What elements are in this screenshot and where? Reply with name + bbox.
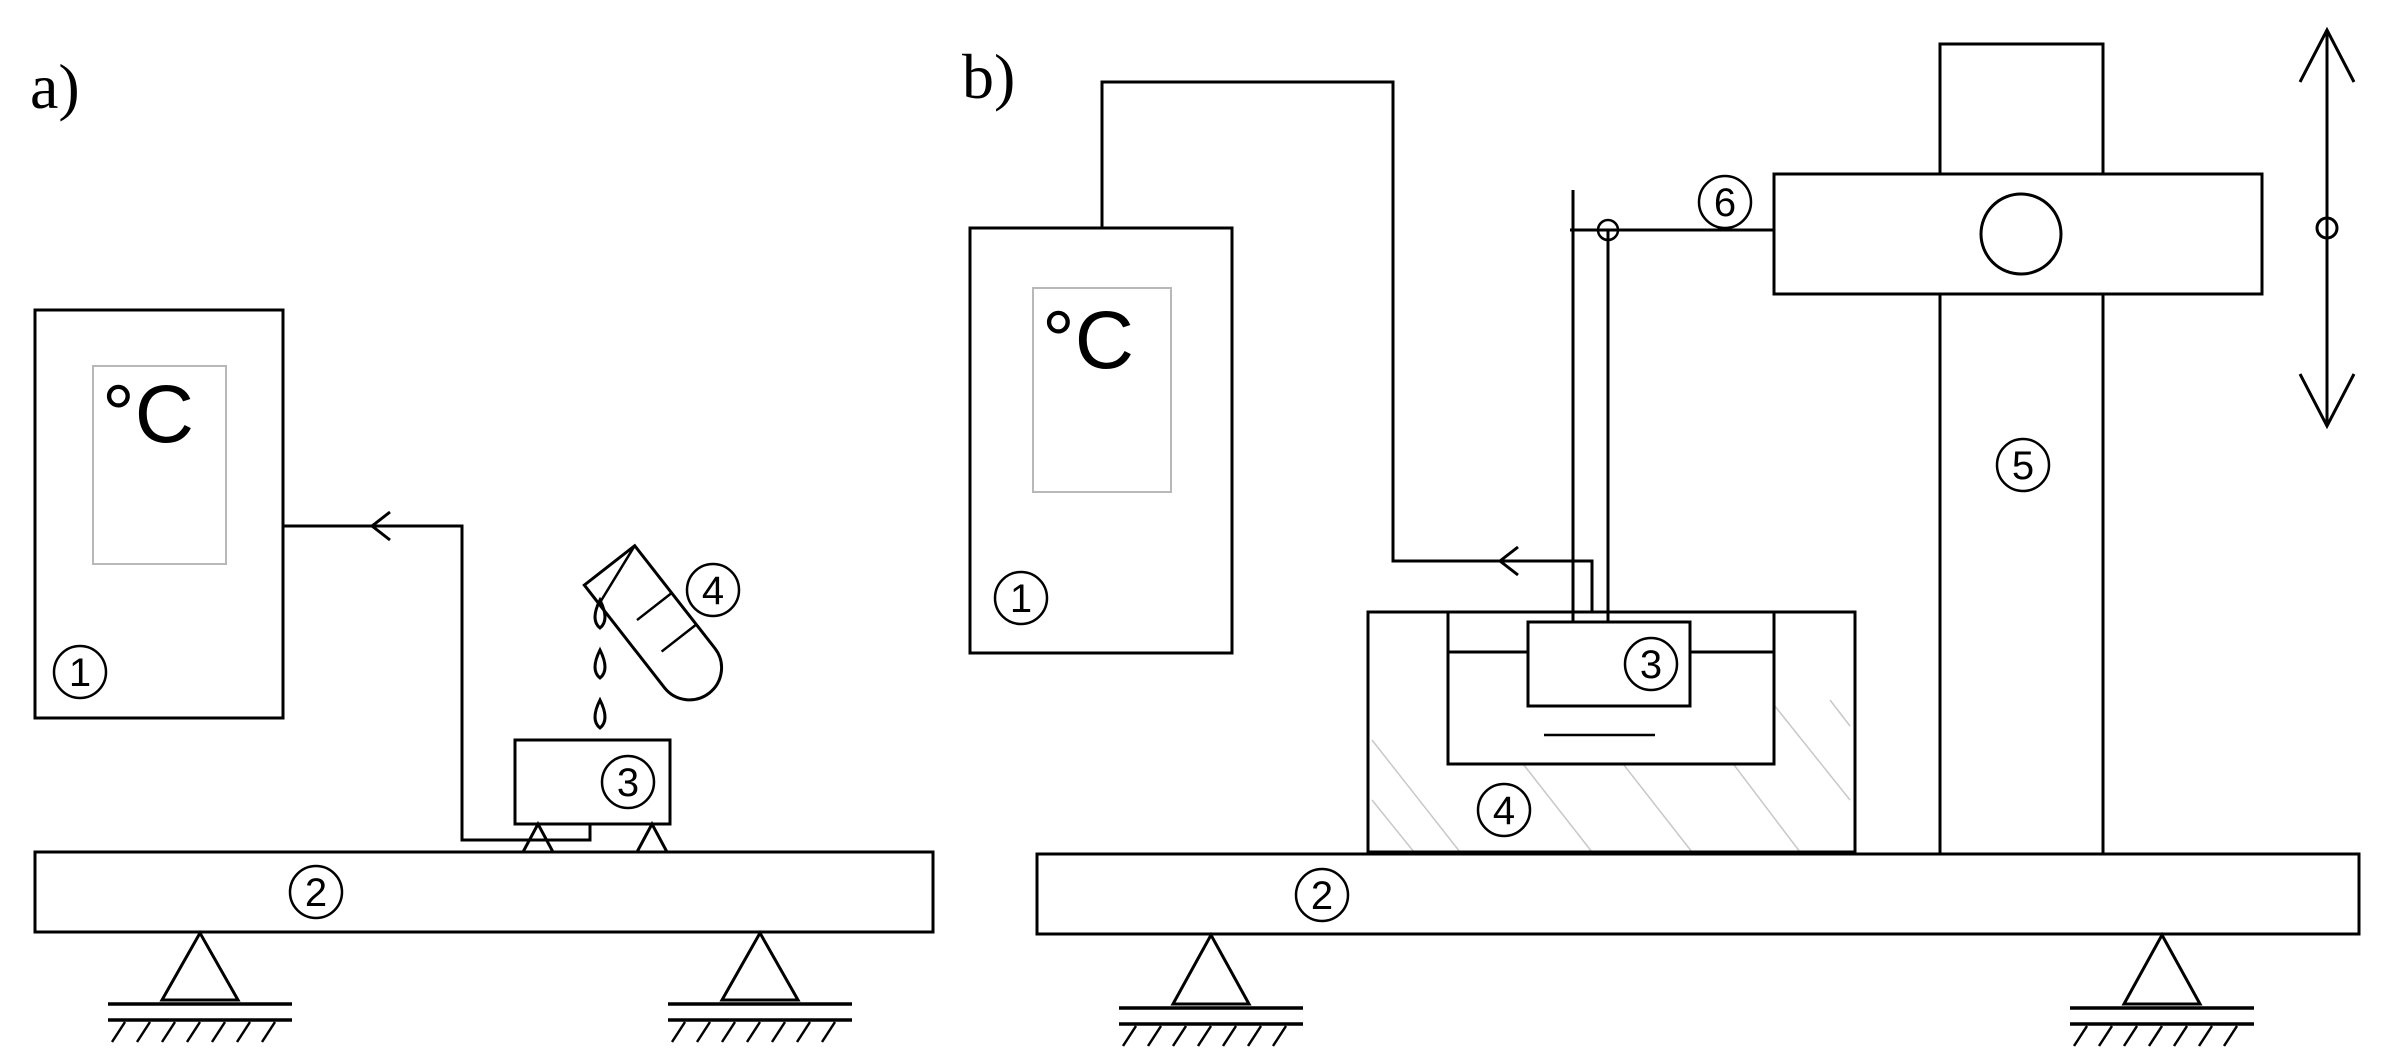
sample-block-a: [513, 738, 672, 826]
callout-b-3: 3: [1623, 636, 1679, 692]
callout-a-3: 3: [600, 754, 656, 810]
sample-block-b: [1526, 620, 1692, 708]
thermometer-display-a: [92, 365, 227, 565]
wire-arrow-a: [369, 510, 391, 542]
clamp-knob-b: [1979, 192, 2063, 276]
svg-text:2: 2: [1311, 874, 1333, 918]
ground-support-b-right: [2070, 931, 2254, 1047]
callout-b-5: 5: [1995, 437, 2051, 493]
panel-a-label: a): [30, 51, 80, 122]
thermometer-display-b: [1032, 287, 1172, 493]
callout-a-1: 1: [52, 644, 108, 700]
sample-support-a1: [520, 820, 556, 854]
svg-text:1: 1: [69, 651, 91, 695]
ground-support-a-right: [668, 929, 852, 1043]
test-tube-a: [582, 543, 724, 702]
svg-text:3: 3: [617, 761, 639, 805]
panel-a: a) °C: [30, 51, 935, 1043]
base-beam-b: [1035, 852, 2361, 936]
callout-b-1: 1: [993, 570, 1049, 626]
wire-b: [1100, 80, 1594, 622]
ground-support-a-left: [108, 929, 292, 1043]
wire-arrow-b: [1497, 545, 1519, 577]
svg-text:4: 4: [702, 569, 724, 613]
callout-a-4: 4: [685, 562, 741, 618]
panel-b-label: b): [962, 41, 1015, 112]
svg-text:4: 4: [1493, 789, 1515, 833]
svg-text:5: 5: [2012, 444, 2034, 488]
droplets-a: [593, 596, 607, 730]
holder-joint-b: [1596, 218, 1620, 242]
thermometer-box-a: [33, 308, 285, 720]
base-beam-a: [33, 850, 935, 934]
wire-a: [283, 524, 592, 842]
callout-b-4: 4: [1476, 782, 1532, 838]
callout-b-2: 2: [1294, 867, 1350, 923]
ground-support-b-left: [1119, 931, 1303, 1047]
svg-text:6: 6: [1714, 181, 1736, 225]
callout-b-6: 6: [1697, 174, 1753, 230]
callout-a-2: 2: [288, 864, 344, 920]
svg-text:3: 3: [1640, 643, 1662, 687]
thermometer-unit-b: °C: [1042, 295, 1134, 386]
double-arrow-b: [2298, 26, 2356, 430]
thermometer-unit-a: °C: [102, 369, 194, 460]
svg-text:2: 2: [305, 871, 327, 915]
svg-text:1: 1: [1010, 577, 1032, 621]
panel-b: b) °C: [962, 26, 2361, 1047]
sample-support-a2: [634, 820, 670, 854]
clamp-block-b: [1772, 172, 2264, 296]
